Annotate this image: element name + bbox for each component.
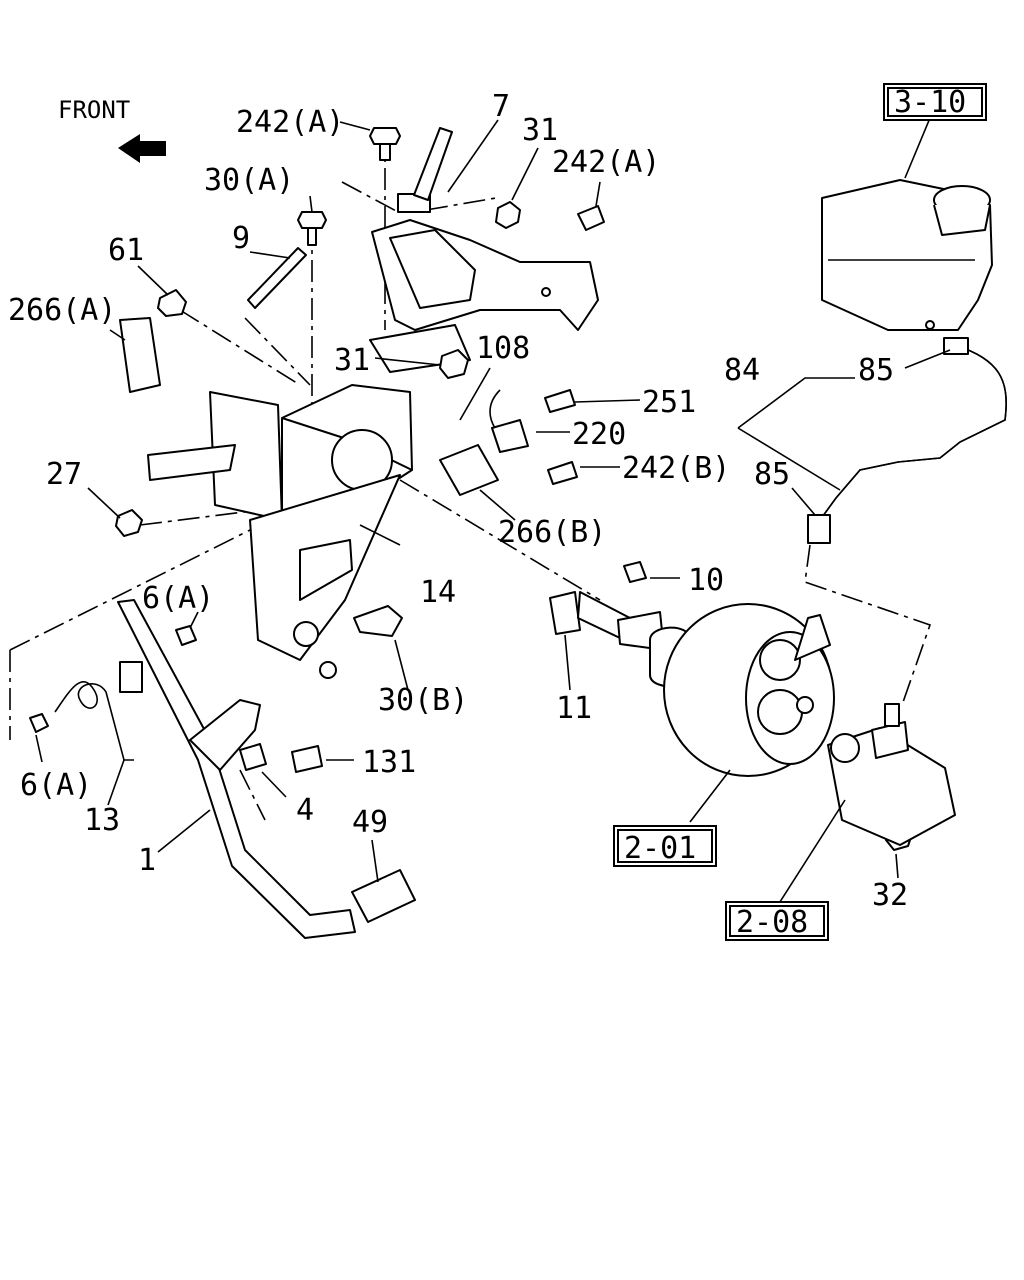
callout-1: 1 xyxy=(138,843,156,878)
upper-stay xyxy=(371,127,599,331)
master-cylinder xyxy=(827,703,956,846)
ref-label-3-10: 3-10 xyxy=(894,85,966,120)
ref-box-2-08: 2-08 xyxy=(725,901,829,941)
reference-boxes: 3-10 2-01 2-08 xyxy=(613,83,987,941)
callout-131: 131 xyxy=(362,745,416,780)
alignment-lines xyxy=(9,130,932,821)
reservoir-tank xyxy=(821,179,993,331)
callout-9: 9 xyxy=(232,221,250,256)
callout-32: 32 xyxy=(872,878,908,913)
callout-266a: 266(A) xyxy=(8,293,116,328)
callout-31-mid: 31 xyxy=(334,343,370,378)
callout-30a: 30(A) xyxy=(204,163,294,198)
front-label: FRONT xyxy=(58,96,130,124)
callout-108: 108 xyxy=(476,331,530,366)
callout-6a-lower: 6(A) xyxy=(20,768,92,803)
front-arrow-icon xyxy=(118,134,166,163)
callout-10: 10 xyxy=(688,563,724,598)
brake-booster xyxy=(617,603,835,777)
callouts: 242(A) 7 31 242(A) 30(A) 9 61 266(A) 31 … xyxy=(8,89,908,913)
callout-31-top: 31 xyxy=(522,113,558,148)
front-indicator: FRONT xyxy=(58,96,166,163)
callout-27: 27 xyxy=(46,457,82,492)
brake-pedal xyxy=(54,599,416,939)
ref-box-3-10: 3-10 xyxy=(883,83,987,121)
callout-13: 13 xyxy=(84,803,120,838)
callout-251: 251 xyxy=(642,385,696,420)
leader-lines xyxy=(35,117,951,906)
callout-242a-right: 242(A) xyxy=(552,145,660,180)
callout-6a-upper: 6(A) xyxy=(142,581,214,616)
callout-7: 7 xyxy=(492,89,510,124)
callout-61: 61 xyxy=(108,233,144,268)
callout-266b: 266(B) xyxy=(498,515,606,550)
callout-14: 14 xyxy=(420,575,456,610)
callout-85-upper: 85 xyxy=(858,353,894,388)
switch-assembly xyxy=(119,317,631,639)
callout-49: 49 xyxy=(352,805,388,840)
callout-242a-top: 242(A) xyxy=(236,105,344,140)
callout-4: 4 xyxy=(296,793,314,828)
callout-85-lower: 85 xyxy=(754,457,790,492)
ref-box-2-01: 2-01 xyxy=(613,825,717,867)
ref-label-2-01: 2-01 xyxy=(624,831,696,866)
fasteners xyxy=(29,127,913,851)
brake-hose xyxy=(807,337,1007,544)
callout-84: 84 xyxy=(724,353,760,388)
callout-30b: 30(B) xyxy=(378,683,468,718)
callout-11: 11 xyxy=(556,691,592,726)
pedal-bracket xyxy=(147,324,471,679)
callout-220: 220 xyxy=(572,417,626,452)
callout-242b: 242(B) xyxy=(622,451,730,486)
ref-label-2-08: 2-08 xyxy=(736,905,808,940)
